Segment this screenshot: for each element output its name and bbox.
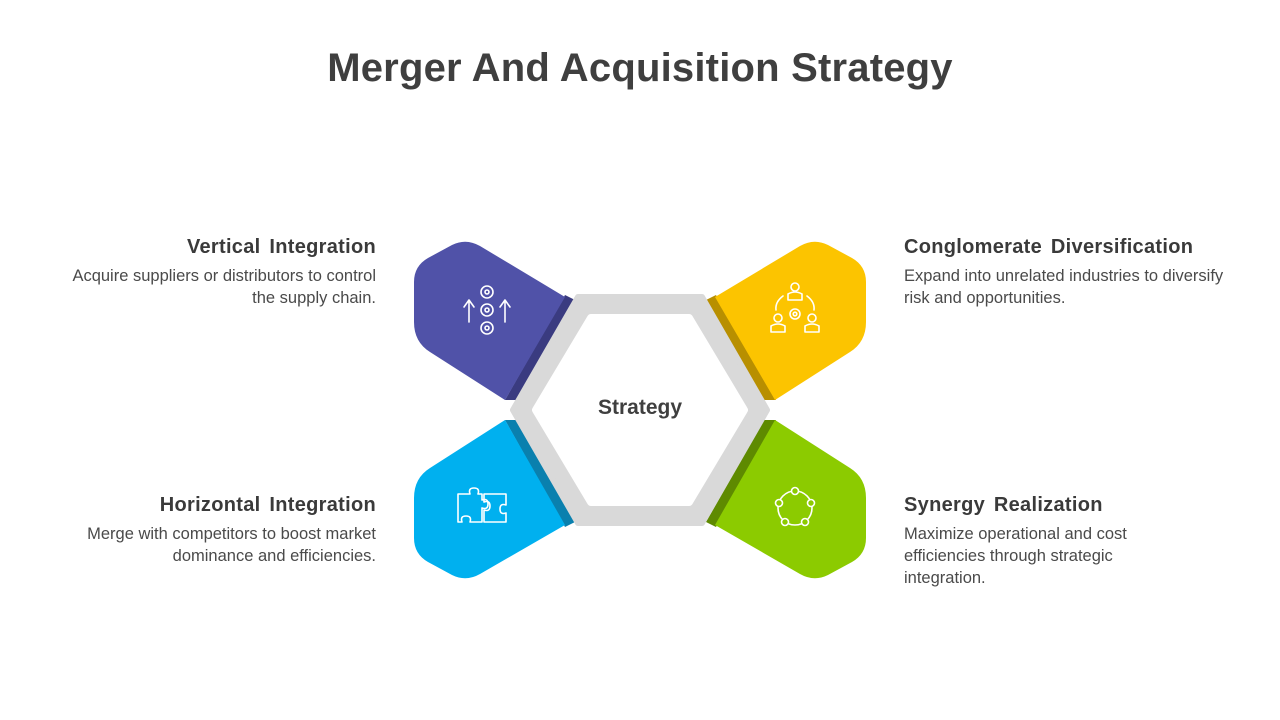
synergy-realization-description: Maximize operational and cost efficienci… (904, 525, 1127, 587)
center-hexagon (532, 314, 748, 506)
petal-conglomerate-diversification[interactable] (706, 241, 866, 400)
conglomerate-diversification-description: Expand into unrelated industries to dive… (904, 267, 1224, 307)
horizontal-integration-block: Horizontal Integration Merge with compet… (60, 494, 376, 567)
vertical-integration-description: Acquire suppliers or distributors to con… (72, 267, 376, 307)
team-cycle-icon (770, 282, 820, 333)
supply-chain-gears-icon (463, 285, 511, 335)
vertical-integration-heading: Vertical Integration (186, 236, 376, 258)
petal-horizontal-shade (505, 420, 575, 527)
conglomerate-diversification-block: Conglomerate Diversification Expand into… (904, 236, 1224, 309)
synergy-realization-block: Synergy Realization Maximize operational… (904, 494, 1184, 589)
petal-horizontal-shape (414, 420, 565, 579)
petal-conglomerate-shape (715, 241, 866, 400)
vertical-integration-block: Vertical Integration Acquire suppliers o… (60, 236, 376, 309)
petal-synergy-shade (706, 420, 776, 527)
circular-nodes-icon (774, 486, 816, 527)
center-label: Strategy (597, 396, 683, 419)
horizontal-integration-heading: Horizontal Integration (159, 494, 376, 516)
horizontal-integration-description: Merge with competitors to boost market d… (87, 525, 376, 565)
petal-conglomerate-shade (706, 295, 776, 400)
petal-synergy-shape (715, 420, 866, 579)
petal-synergy-realization[interactable] (706, 420, 866, 579)
petal-vertical-shape (414, 241, 565, 400)
petal-vertical-shade (505, 295, 575, 400)
petal-horizontal-integration[interactable] (414, 420, 575, 579)
puzzle-icon (457, 487, 507, 523)
synergy-realization-heading: Synergy Realization (904, 494, 1103, 516)
petal-vertical-integration[interactable] (414, 241, 575, 400)
page-title: Merger And Acquisition Strategy (327, 46, 953, 90)
conglomerate-diversification-heading: Conglomerate Diversification (904, 236, 1194, 258)
